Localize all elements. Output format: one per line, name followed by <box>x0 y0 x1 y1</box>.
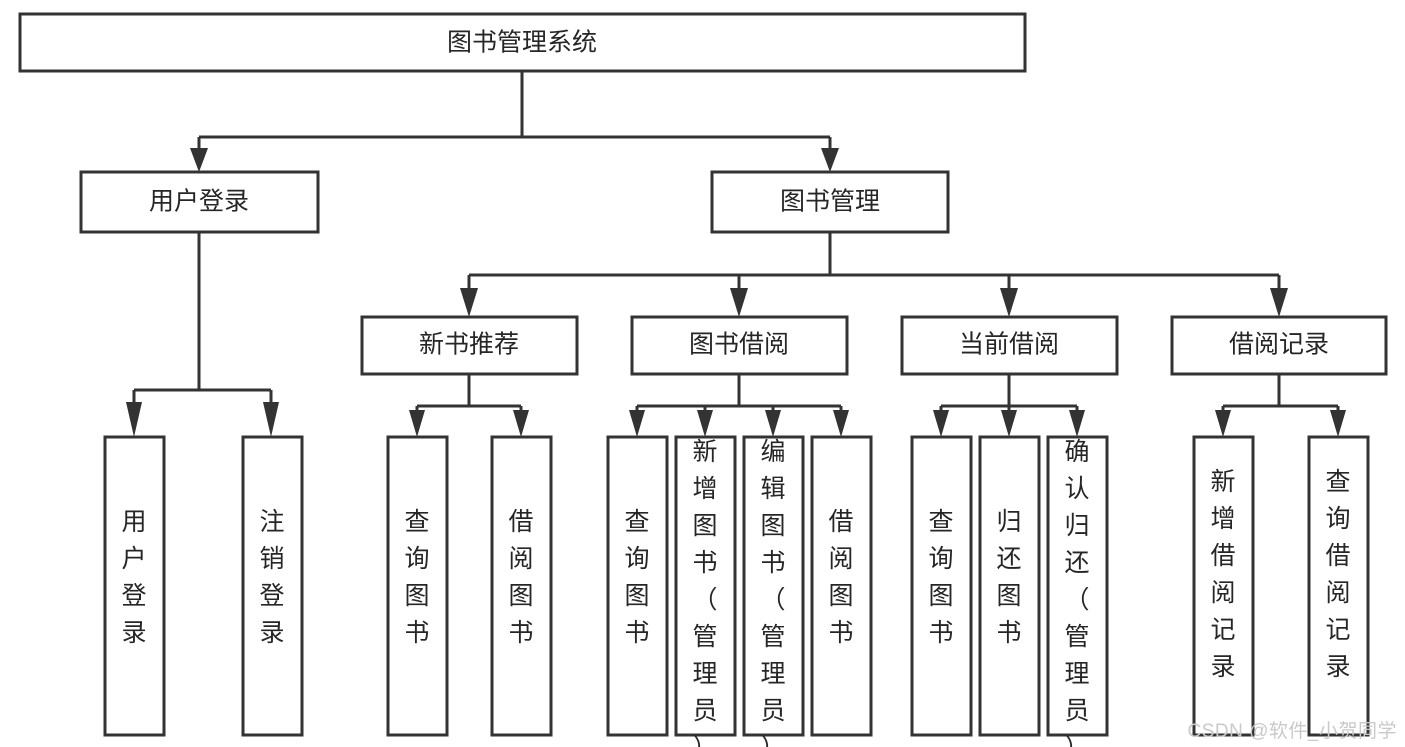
leaf-user-login-label: 用户登录 <box>121 508 146 647</box>
arrow-head-borrow-record <box>1270 288 1288 317</box>
node-user-login-label: 用户登录 <box>149 188 249 216</box>
leaf-query-book-3[interactable]: 查询图书 <box>910 435 973 737</box>
leaf-query-book-1-label: 查询图书 <box>404 508 429 647</box>
leaf-return-book-label: 归还图书 <box>996 508 1021 647</box>
leaf-borrow-book-2[interactable]: 借阅图书 <box>810 435 873 737</box>
node-book-manage-label: 图书管理 <box>780 188 880 216</box>
leaf-add-record[interactable]: 新增借阅记录 <box>1192 435 1255 737</box>
leaf-query-book-3-box[interactable] <box>910 435 973 737</box>
leaf-query-book-2[interactable]: 查询图书 <box>606 435 669 737</box>
leaf-edit-book[interactable]: 编辑图书（管理员） <box>742 435 805 747</box>
node-new-book-rec[interactable]: 新书推荐 <box>360 315 579 376</box>
leaf-logout[interactable]: 注销登录 <box>241 435 304 737</box>
node-current-borrow-box[interactable] <box>900 315 1119 376</box>
node-user-login[interactable]: 用户登录 <box>79 170 320 234</box>
leaf-user-login[interactable]: 用户登录 <box>103 435 166 737</box>
leaf-query-book-2-label: 查询图书 <box>624 508 649 647</box>
node-borrow-record[interactable]: 借阅记录 <box>1170 315 1388 376</box>
leaf-query-record[interactable]: 查询借阅记录 <box>1307 435 1370 737</box>
arrow-head-book-borrow <box>730 288 748 317</box>
arrow-head-leaf-query-book-1 <box>409 410 425 437</box>
leaf-logout-box[interactable] <box>241 435 304 737</box>
leaf-add-book[interactable]: 新增图书（管理员） <box>674 435 737 747</box>
arrow-head-leaf-return-book <box>1001 410 1017 437</box>
csdn-watermark: CSDN @软件_小贺同学 <box>1187 721 1397 742</box>
leaf-confirm-return-box[interactable] <box>1046 435 1109 737</box>
node-new-book-rec-box[interactable] <box>360 315 579 376</box>
leaf-add-record-box[interactable] <box>1192 435 1255 737</box>
arrow-head-leaf-borrow-book-1 <box>513 410 529 437</box>
arrow-head-leaf-query-record <box>1330 410 1346 437</box>
arrow-head-leaf-add-book <box>697 410 713 437</box>
leaf-add-book-box[interactable] <box>674 435 737 737</box>
leaf-query-book-2-box[interactable] <box>606 435 669 737</box>
leaf-query-record-box[interactable] <box>1307 435 1370 737</box>
leaf-user-login-box[interactable] <box>103 435 166 737</box>
node-root-box[interactable] <box>18 12 1027 73</box>
arrow-head-current-borrow <box>1000 288 1018 317</box>
leaf-borrow-book-1-label: 借阅图书 <box>508 508 533 647</box>
leaf-confirm-return-label: 确认归还（管理员） <box>1064 438 1089 747</box>
arrow-head-leaf-user-login <box>126 402 142 437</box>
leaf-edit-book-label: 编辑图书（管理员） <box>760 438 785 747</box>
node-borrow-record-label: 借阅记录 <box>1229 331 1329 359</box>
leaf-edit-book-box[interactable] <box>742 435 805 737</box>
leaf-query-book-1[interactable]: 查询图书 <box>386 435 449 737</box>
arrow-head-leaf-borrow-book-2 <box>833 410 849 437</box>
node-root[interactable]: 图书管理系统 <box>18 12 1027 73</box>
arrow-head-leaf-logout <box>263 402 279 437</box>
leaf-borrow-book-2-label: 借阅图书 <box>828 508 853 647</box>
leaf-add-record-label: 新增借阅记录 <box>1210 468 1235 681</box>
leaf-logout-label: 注销登录 <box>259 508 284 647</box>
arrow-head-leaf-add-record <box>1215 410 1231 437</box>
node-root-label: 图书管理系统 <box>447 29 597 57</box>
leaf-query-book-3-label: 查询图书 <box>928 508 953 647</box>
leaf-return-book[interactable]: 归还图书 <box>978 435 1041 737</box>
node-book-borrow[interactable]: 图书借阅 <box>630 315 849 376</box>
node-new-book-rec-label: 新书推荐 <box>419 331 519 359</box>
leaf-confirm-return[interactable]: 确认归还（管理员） <box>1046 435 1109 747</box>
arrow-head-leaf-query-book-2 <box>629 410 645 437</box>
arrow-head-new-book-rec <box>460 288 478 317</box>
arrow-head-leaf-confirm-return <box>1069 410 1085 437</box>
node-book-borrow-label: 图书借阅 <box>689 331 789 359</box>
leaf-add-book-label: 新增图书（管理员） <box>692 438 717 747</box>
leaf-borrow-book-1-box[interactable] <box>490 435 553 737</box>
node-book-manage-box[interactable] <box>710 170 950 234</box>
node-book-borrow-box[interactable] <box>630 315 849 376</box>
node-borrow-record-box[interactable] <box>1170 315 1388 376</box>
leaf-borrow-book-2-box[interactable] <box>810 435 873 737</box>
arrow-head-user-login <box>190 148 208 172</box>
node-book-manage[interactable]: 图书管理 <box>710 170 950 234</box>
node-current-borrow[interactable]: 当前借阅 <box>900 315 1119 376</box>
leaf-query-record-label: 查询借阅记录 <box>1325 468 1350 681</box>
leaf-query-book-1-box[interactable] <box>386 435 449 737</box>
leaf-borrow-book-1[interactable]: 借阅图书 <box>490 435 553 737</box>
arrow-head-book-manage <box>821 148 839 172</box>
leaf-return-book-box[interactable] <box>978 435 1041 737</box>
node-current-borrow-label: 当前借阅 <box>959 331 1059 359</box>
arrow-head-leaf-edit-book <box>765 410 781 437</box>
arrow-head-leaf-query-book-3 <box>933 410 949 437</box>
